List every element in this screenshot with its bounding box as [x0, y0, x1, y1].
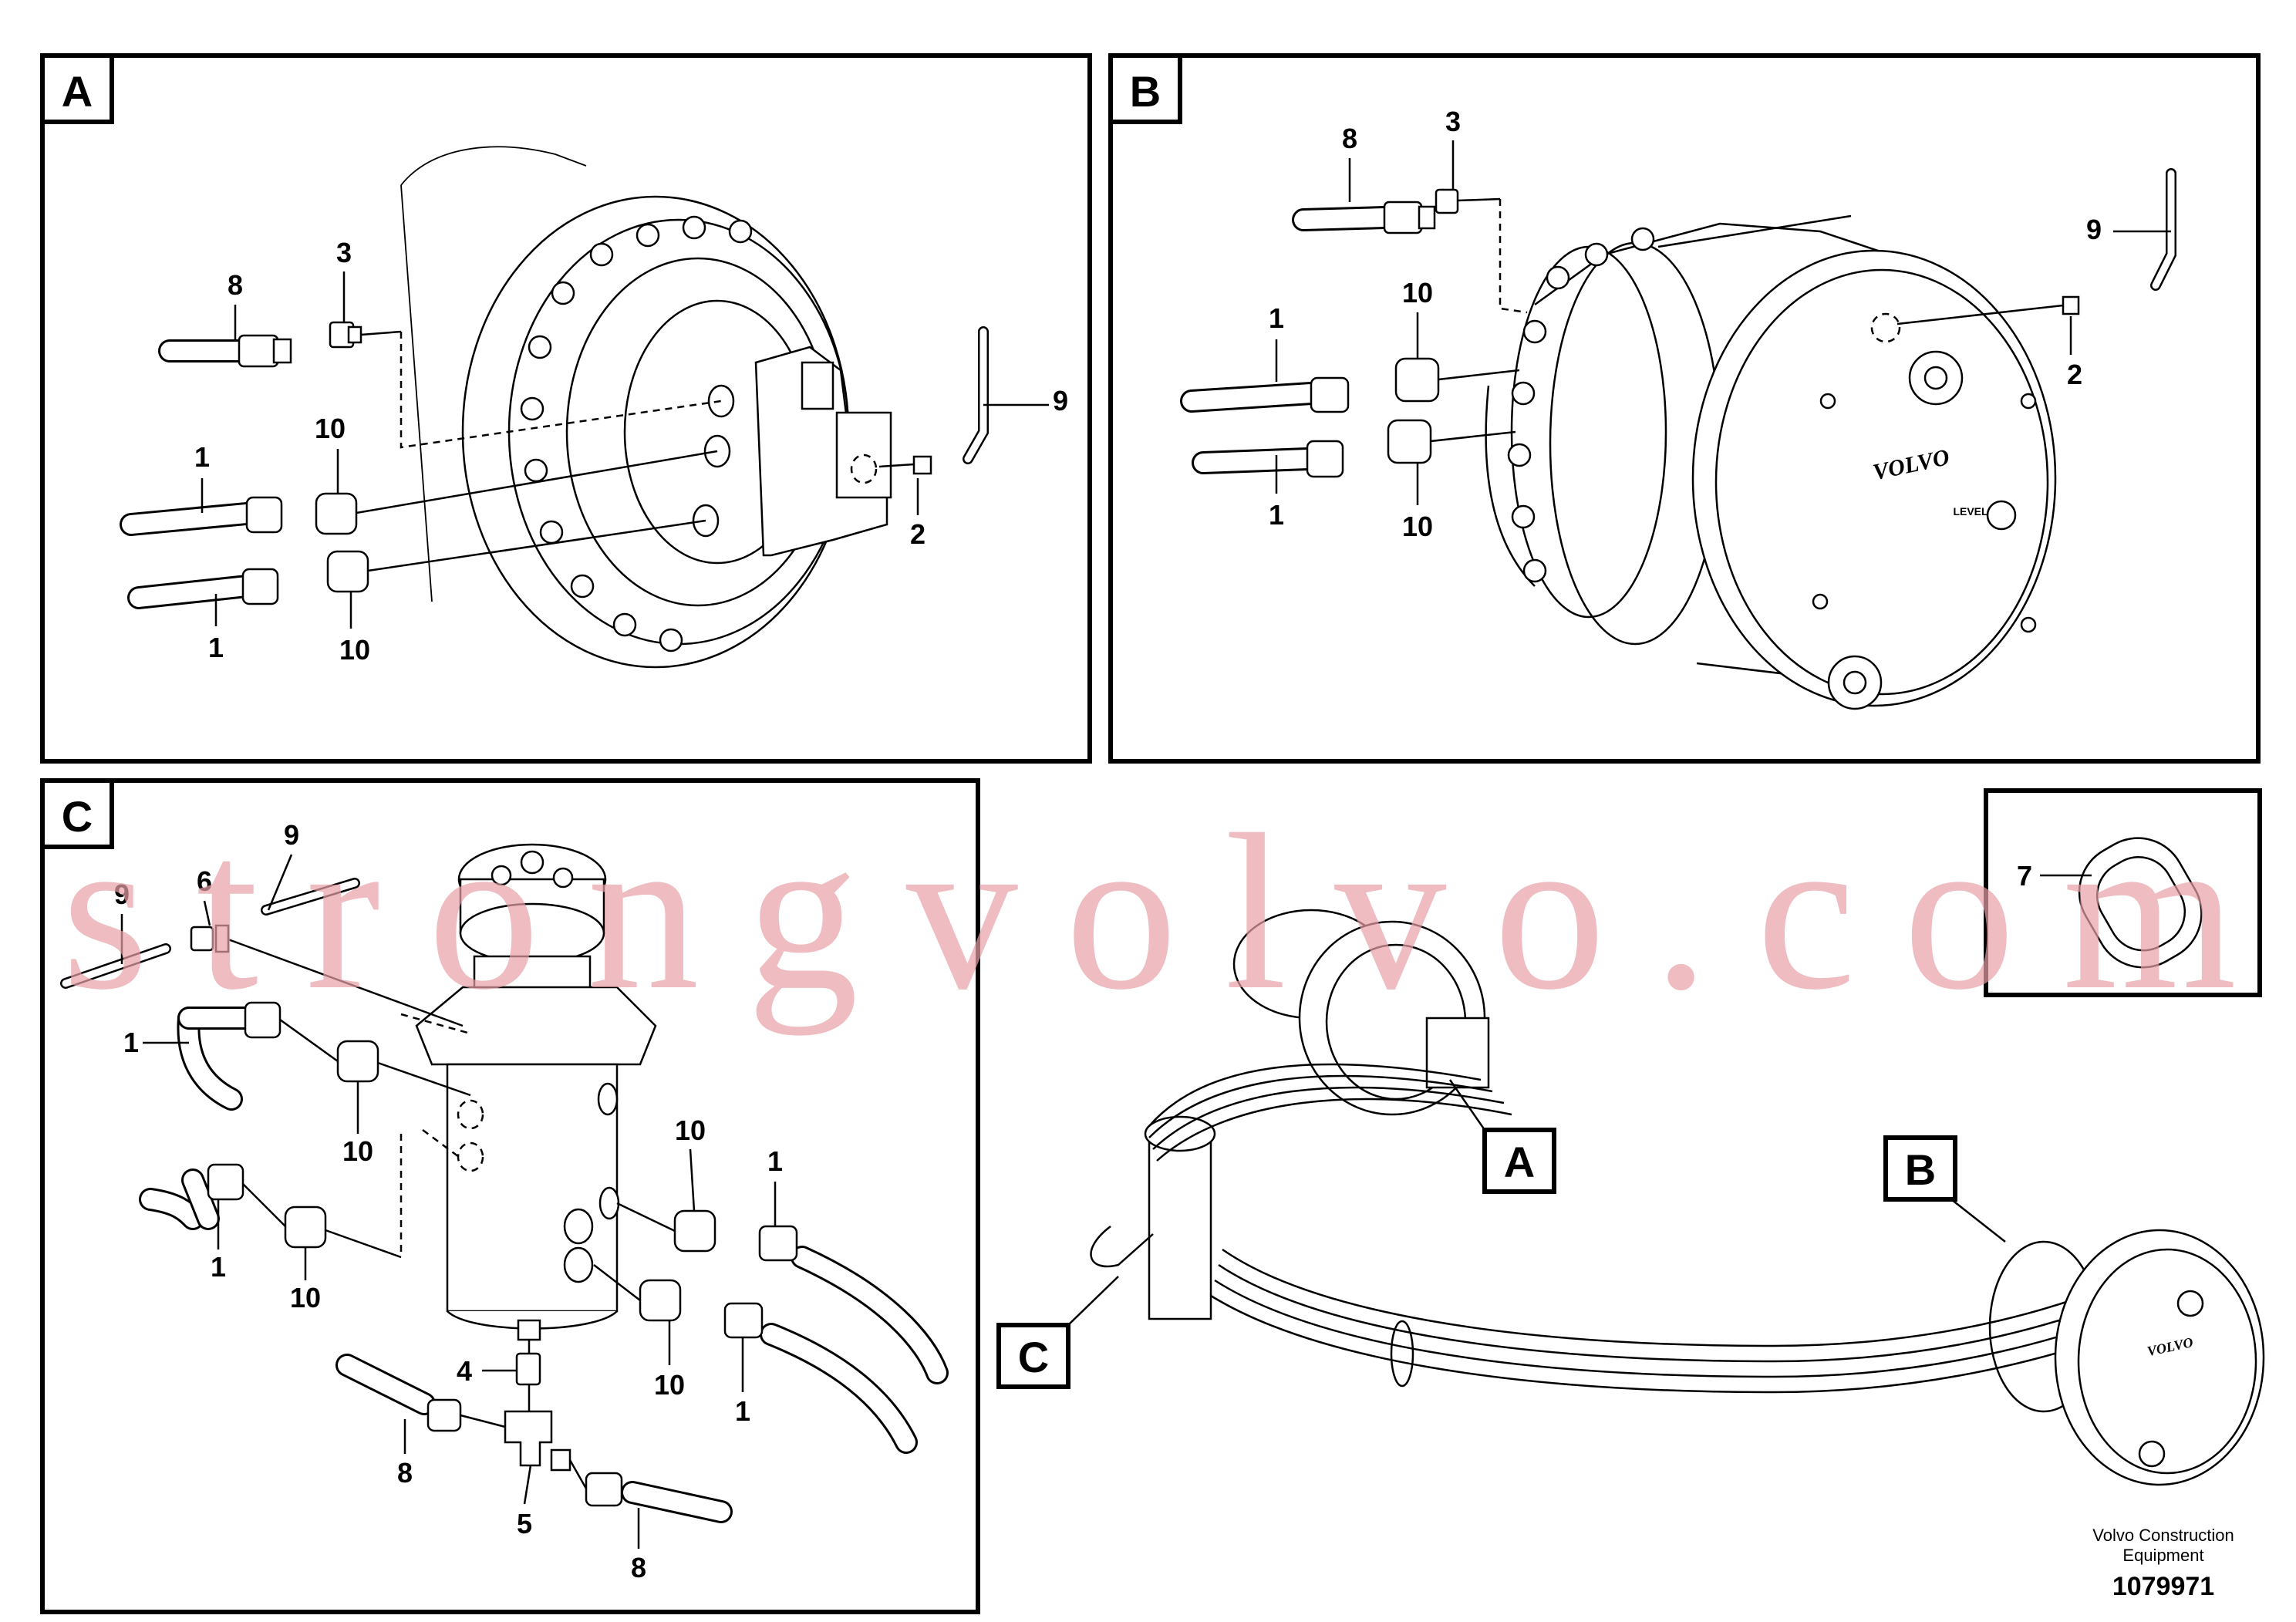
footer-drawing-number: 1079971 — [2112, 1572, 2214, 1601]
callout-a-2: 2 — [910, 518, 925, 550]
hose-set-c — [60, 854, 949, 1549]
callout-b-8: 8 — [1342, 123, 1357, 154]
callout-a-10-lower: 10 — [339, 634, 370, 666]
panel-b-frame — [1108, 53, 2261, 764]
panel-c: C — [40, 778, 980, 1614]
callout-b-1-upper: 1 — [1269, 302, 1284, 334]
footer-company-line2: Equipment — [2122, 1546, 2203, 1565]
callouts-c: 6 9 9 1 10 10 1 1 10 4 10 1 8 5 8 — [114, 819, 783, 1583]
callout-c-10-upper-left: 10 — [342, 1135, 373, 1167]
callout-c-9-left: 9 — [114, 878, 130, 910]
callout-a-1-upper: 1 — [194, 441, 210, 473]
panel-b: B VOLVO LEVEL — [1108, 53, 2261, 764]
panel-c-tag: C — [62, 792, 93, 841]
callout-b-10-upper: 10 — [1402, 277, 1433, 309]
callout-b-10-lower: 10 — [1402, 511, 1433, 542]
callout-c-1-upper-right: 1 — [767, 1145, 783, 1177]
travel-motor-drawing-b: VOLVO LEVEL — [1485, 214, 2057, 710]
callout-b-3: 3 — [1445, 106, 1461, 137]
callout-a-1-lower: 1 — [208, 632, 224, 663]
callout-c-1-lower-left: 1 — [211, 1251, 226, 1283]
panel-a-frame — [40, 53, 1092, 764]
bolt-ring-b — [1507, 227, 1655, 583]
overview-tag-c-box — [996, 1323, 1070, 1389]
title-block: Volvo Construction Equipment 1079971 — [2092, 1526, 2234, 1601]
overview-tag-c: C — [1018, 1333, 1049, 1381]
overview-tag-b-box — [1883, 1135, 1957, 1202]
callout-a-8: 8 — [228, 269, 243, 301]
inset-frame — [1984, 788, 2262, 997]
travel-motor-drawing-a — [400, 146, 892, 669]
overview-assembly: VOLVO A B C — [996, 909, 2265, 1486]
grommet-inner — [2095, 855, 2186, 952]
overview-tag-a-box — [1482, 1128, 1556, 1194]
panel-c-frame — [40, 778, 980, 1614]
overview-tag-a: A — [1504, 1138, 1535, 1186]
callout-c-1-lower-right: 1 — [735, 1395, 750, 1427]
bolt-ring-a — [520, 215, 753, 653]
overview-tag-b: B — [1905, 1145, 1936, 1194]
panel-b-tag-box — [1108, 53, 1182, 124]
swivel-joint-drawing — [415, 843, 657, 1341]
callout-c-10-lower-right: 10 — [654, 1369, 685, 1401]
callout-c-5: 5 — [517, 1508, 532, 1539]
motor-level-label-b: LEVEL — [1953, 505, 1988, 518]
panel-b-tag: B — [1130, 67, 1161, 116]
inset-panel-seal: 7 — [1984, 788, 2262, 997]
callout-c-10-upper-right: 10 — [675, 1114, 706, 1146]
callout-a-10-upper: 10 — [315, 413, 346, 444]
callout-a-3: 3 — [336, 237, 352, 268]
panel-c-tag-box — [40, 778, 114, 849]
callouts-b: 8 3 9 1 10 2 1 10 — [1269, 106, 2102, 542]
callout-c-8-left: 8 — [397, 1457, 413, 1489]
callout-b-9: 9 — [2086, 214, 2102, 245]
panel-a-tag-box — [40, 53, 114, 124]
callout-inset-7: 7 — [2017, 860, 2032, 892]
callout-b-1-lower: 1 — [1269, 499, 1284, 531]
footer-company-line1: Volvo Construction — [2092, 1526, 2234, 1545]
panel-a-tag: A — [62, 67, 93, 116]
callouts-a: 8 3 9 1 10 2 1 10 — [194, 237, 1068, 666]
motor-end-cover-b — [1691, 249, 2057, 707]
callout-c-1-upper-left: 1 — [123, 1027, 139, 1058]
callout-c-4: 4 — [457, 1355, 472, 1387]
callout-c-9-upper: 9 — [284, 819, 299, 851]
callout-c-6: 6 — [197, 865, 212, 897]
hose-set-b — [1180, 140, 2176, 505]
callout-c-8-right: 8 — [631, 1552, 646, 1583]
callout-b-2: 2 — [2067, 359, 2082, 390]
overview-motor-b-cover — [2054, 1229, 2265, 1486]
panel-a: A — [40, 53, 1092, 764]
callout-c-10-lower-left: 10 — [290, 1282, 321, 1313]
callout-a-9: 9 — [1053, 385, 1068, 416]
hose-set-a — [120, 271, 1049, 629]
